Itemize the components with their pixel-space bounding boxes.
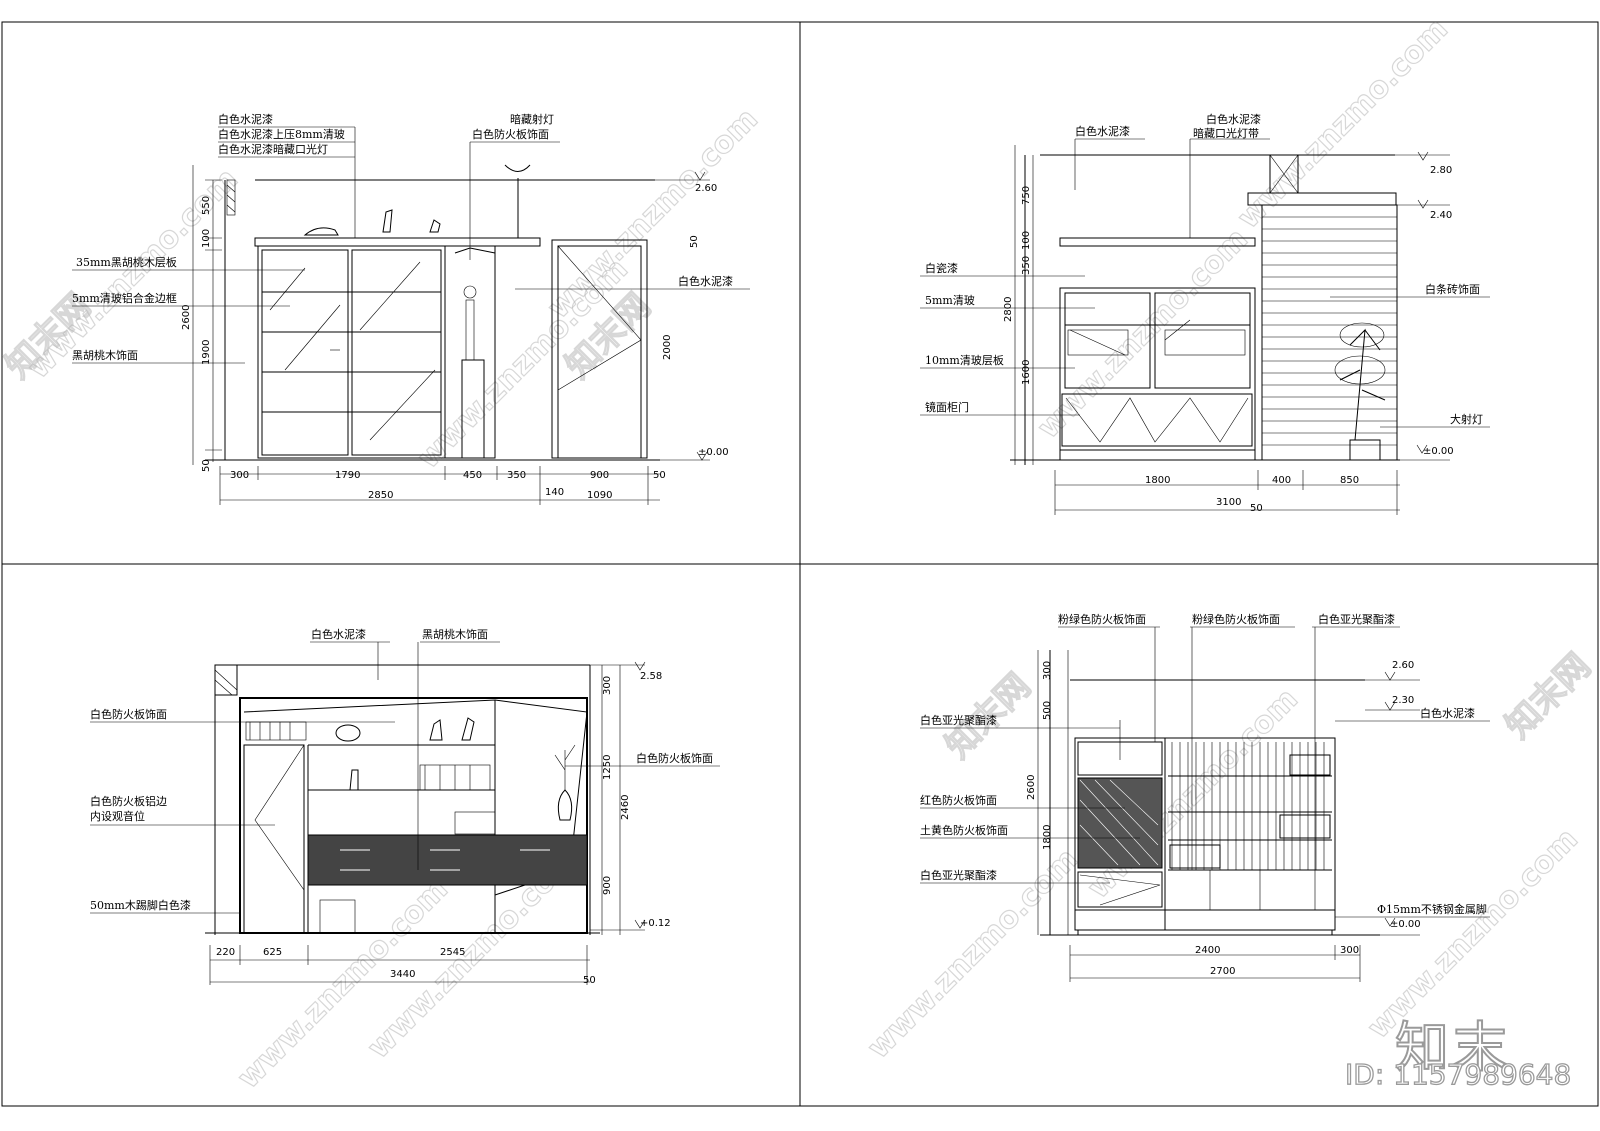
label-walnut-finish: 黑胡桃木饰面 [72, 348, 138, 362]
level-floor: ±0.00 [1423, 446, 1454, 457]
vdim: 300 [1042, 661, 1053, 680]
hdim: 350 [507, 470, 526, 481]
label-mirror-door: 镜面柜门 [925, 400, 969, 414]
hdim: 1800 [1145, 475, 1170, 486]
hdim: 2400 [1195, 945, 1220, 956]
label-fireboard: 白色防火板饰面 [90, 707, 167, 721]
label-spot-lamp: 大射灯 [1450, 412, 1483, 426]
level-floor: ±0.00 [1390, 919, 1421, 930]
label-matte-polyester: 白色亚光聚酯漆 [1318, 612, 1395, 626]
label-porcelain-paint: 白瓷漆 [925, 261, 958, 275]
hdim: 450 [463, 470, 482, 481]
vdim: 2600 [1026, 775, 1037, 800]
elevation-c: 白色水泥漆 黑胡桃木饰面 白色防火板饰面 白色防火板铝边 内设观音位 50mm木… [90, 627, 720, 986]
hdim: 50 [1250, 503, 1263, 514]
level-280: 2.80 [1430, 165, 1452, 176]
brand-logo-mark: 知末 [1394, 1015, 1511, 1080]
label-red-fireboard: 红色防火板饰面 [920, 793, 997, 807]
label-right-paint: 白色水泥漆 [678, 274, 733, 288]
label-alu-frame: 5mm清玻铝合金边框 [72, 291, 177, 305]
label-cement-paint: 白色水泥漆 [218, 112, 273, 126]
label-matte-polyester-3: 白色亚光聚酯漆 [920, 868, 997, 882]
sheet-frame [1, 21, 1599, 1107]
hdim: 50 [583, 975, 596, 986]
vdim: 1250 [602, 755, 613, 780]
label-cement-paint: 白色水泥漆 [311, 627, 366, 641]
level-240: 2.40 [1430, 210, 1452, 221]
vdim: 750 [1021, 186, 1032, 205]
label-light-strip: 暗藏口光灯带 [1193, 126, 1259, 140]
label-hidden-spotlight: 暗藏射灯 [510, 112, 554, 126]
hdim: 900 [590, 470, 609, 481]
label-walnut-shelf: 35mm黑胡桃木层板 [76, 255, 177, 269]
vdim: 2460 [620, 795, 631, 820]
hdim: 3440 [390, 969, 415, 980]
hdim: 300 [230, 470, 249, 481]
hdim: 400 [1272, 475, 1291, 486]
level-230: 2.30 [1392, 695, 1414, 706]
hdim: 850 [1340, 475, 1359, 486]
hdim: 1090 [587, 490, 612, 501]
label-guanyin-niche: 内设观音位 [90, 809, 145, 823]
label-steel-legs: Φ15mm不锈钢金属脚 [1377, 902, 1487, 916]
level-floor: ±0.00 [698, 447, 729, 458]
vdim: 50 [689, 235, 700, 248]
vdim: 300 [602, 676, 613, 695]
label-pastel-green-2: 粉绿色防火板饰面 [1192, 612, 1280, 626]
label-fireboard: 白色防火板饰面 [472, 127, 549, 141]
label-matte-polyester-2: 白色亚光聚酯漆 [920, 713, 997, 727]
level-floor: +0.12 [640, 918, 671, 929]
label-cement-light: 白色水泥漆暗藏口光灯 [218, 142, 328, 156]
hdim: 2545 [440, 947, 465, 958]
elevation-d: 粉绿色防火板饰面 粉绿色防火板饰面 白色亚光聚酯漆 白色亚光聚酯漆 红色防火板饰… [920, 612, 1490, 982]
hdim: 140 [545, 487, 564, 498]
vdim: 2800 [1003, 297, 1014, 322]
vdim: 1800 [1042, 825, 1053, 850]
vdim: 350 [1021, 256, 1032, 275]
vdim: 50 [201, 459, 212, 472]
vdim: 2600 [181, 305, 192, 330]
vdim: 900 [602, 876, 613, 895]
watermark-url: www.znzmo.com [541, 102, 765, 326]
hdim: 625 [263, 947, 282, 958]
elevation-b: 白色水泥漆 白色水泥漆 暗藏口光灯带 白瓷漆 5mm清玻 10mm清玻层板 镜面… [920, 112, 1490, 515]
vdim: 550 [201, 196, 212, 215]
label-brick-finish: 白条砖饰面 [1425, 282, 1480, 296]
hdim: 220 [216, 947, 235, 958]
label-fireboard-alu: 白色防火板铝边 [90, 794, 167, 808]
hdim: 2700 [1210, 966, 1235, 977]
hdim: 1790 [335, 470, 360, 481]
hdim: 50 [653, 470, 666, 481]
vdim: 500 [1042, 701, 1053, 720]
label-skirting: 50mm木踢脚白色漆 [90, 898, 191, 912]
vdim: 2000 [662, 335, 673, 360]
label-cement-paint-2: 白色水泥漆 [1206, 112, 1261, 126]
vdim: 1600 [1021, 360, 1032, 385]
label-clear-glass: 5mm清玻 [925, 294, 975, 307]
label-cement-paint: 白色水泥漆 [1075, 124, 1130, 138]
label-walnut-finish: 黑胡桃木饰面 [422, 627, 488, 641]
watermark-url: www.znzmo.com [1231, 12, 1455, 236]
vdim: 1900 [201, 340, 212, 365]
hdim: 3100 [1216, 497, 1241, 508]
label-glass-shelf: 10mm清玻层板 [925, 353, 1004, 367]
label-cement-paint: 白色水泥漆 [1420, 706, 1475, 720]
level-top: 2.60 [695, 183, 717, 194]
level-markers [634, 151, 1429, 929]
hdim: 2850 [368, 490, 393, 501]
vdim: 100 [1021, 231, 1032, 250]
watermark-brand: 知末网 [1498, 646, 1598, 746]
label-ochre-fireboard: 土黄色防火板饰面 [920, 823, 1008, 837]
label-cement-glass: 白色水泥漆上压8mm清玻 [218, 127, 345, 141]
level-260: 2.60 [1392, 660, 1414, 671]
hdim: 300 [1340, 945, 1359, 956]
label-fireboard-right: 白色防火板饰面 [636, 751, 713, 765]
image-id-tag: ID: 1157989648 [1344, 1057, 1572, 1091]
elevation-a: 白色水泥漆 白色水泥漆上压8mm清玻 白色水泥漆暗藏口光灯 暗藏射灯 白色防火板… [72, 112, 750, 505]
label-pastel-green: 粉绿色防火板饰面 [1058, 612, 1146, 626]
vdim: 100 [201, 229, 212, 248]
level-top: 2.58 [640, 671, 662, 682]
